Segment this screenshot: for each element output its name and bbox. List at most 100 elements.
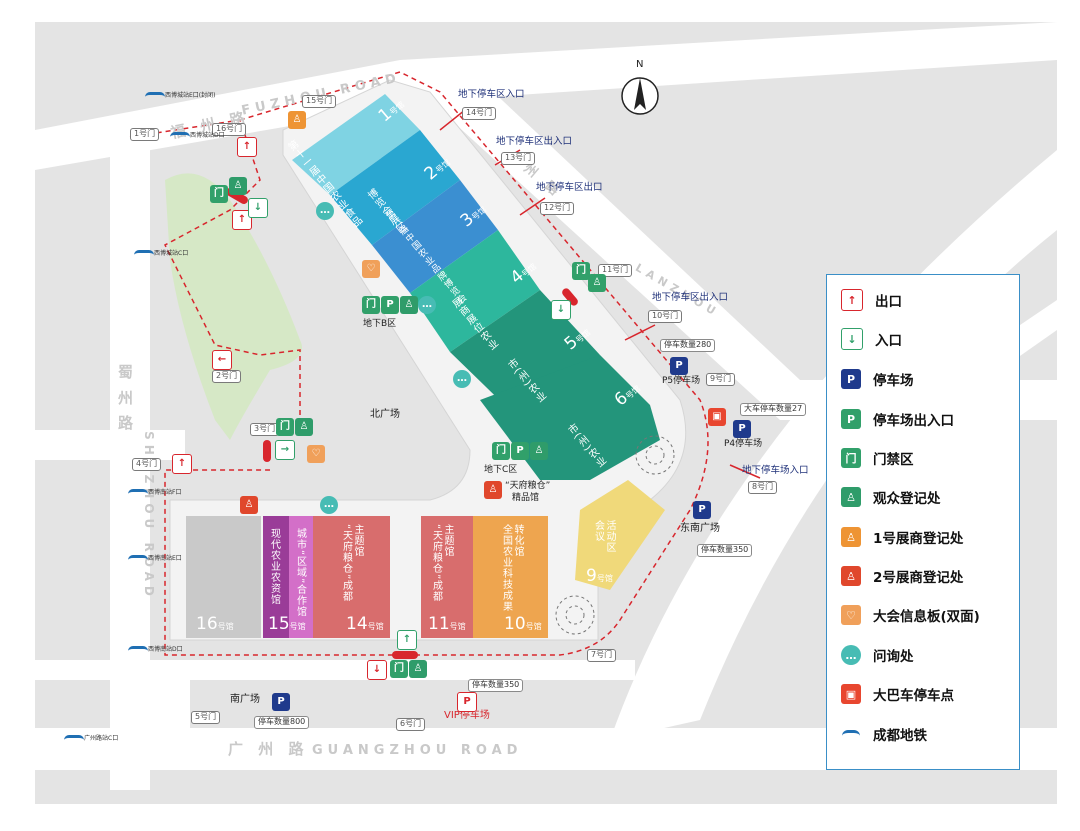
legend-info-board: ♡ 大会信息板(双面) xyxy=(841,604,980,626)
hall-14-number: 14号馆 xyxy=(346,614,384,634)
legend-entrance: ↓ 入口 xyxy=(841,328,902,350)
metro-d2: 西博南站D口 xyxy=(128,644,183,654)
road-guangzhou-en: GUANGZHOU ROAD xyxy=(312,743,523,758)
inquiry-icon: … xyxy=(316,202,334,220)
legend-label: 大巴车停车点 xyxy=(873,688,954,704)
metro-icon xyxy=(128,488,148,497)
hall-10-number: 10号馆 xyxy=(504,614,542,634)
gate-15: 15号门 xyxy=(302,95,337,108)
exit-icon: ← xyxy=(212,350,232,370)
road-guangzhou-cn: 广 州 路 xyxy=(228,740,309,758)
hall-16-number: 16号馆 xyxy=(196,614,234,634)
info-board-icon: ♡ xyxy=(362,260,380,278)
underground-entry-exit-label: 地下停车区出入口 xyxy=(496,136,573,147)
gate-10: 10号门 xyxy=(648,310,683,323)
info-board-icon: ♡ xyxy=(841,605,861,625)
legend-label: 停车场出入口 xyxy=(873,413,954,429)
underground-east-entry-label: 地下停车场入口 xyxy=(742,465,809,476)
parking-icon: P xyxy=(693,501,711,519)
underground-exit-label: 地下停车区出口 xyxy=(536,182,603,193)
access-control-icon: 门 xyxy=(362,296,380,314)
legend-label: 门禁区 xyxy=(873,452,914,468)
metro-f: 西博南站F口 xyxy=(128,487,181,497)
exit-icon: ↑ xyxy=(237,137,257,157)
hall-10-num: 10 xyxy=(504,614,526,634)
hall-9-number: 9号馆 xyxy=(586,566,613,586)
legend-label: 观众登记处 xyxy=(873,491,941,507)
legend-access: 门 门禁区 xyxy=(841,447,914,469)
zone-b-label: 地下B区 xyxy=(363,319,397,329)
p4-label: P4停车场 xyxy=(724,439,763,449)
hall-15-num: 15 xyxy=(268,614,290,634)
hall-14-text: 主题馆 “天府粮仓”成都 xyxy=(340,524,364,603)
parking-gate-icon: P xyxy=(381,296,399,314)
legend-metro: 成都地铁 xyxy=(841,723,927,745)
access-control-icon: 门 xyxy=(841,448,861,468)
east-count: 停车数量350 xyxy=(697,544,753,557)
metro-icon xyxy=(841,724,861,744)
legend-label: 问询处 xyxy=(873,649,914,665)
visitor-registration-icon: ♙ xyxy=(295,418,313,436)
legend-label: 出口 xyxy=(875,294,902,310)
exhibitor-registration-1-icon: ♙ xyxy=(288,111,306,129)
legend-label: 入口 xyxy=(875,333,902,349)
metro-icon xyxy=(170,131,190,140)
bus-stop-icon: ▣ xyxy=(708,408,726,426)
exit-icon: ↑ xyxy=(841,289,863,311)
hall-10-text: 转化馆 全国农业科技成果 xyxy=(500,524,524,612)
metro-label: 西博南站D口 xyxy=(148,646,183,653)
metro-e-closed: 西博城站E口(封闭) xyxy=(145,90,215,100)
gate-7: 7号门 xyxy=(587,649,617,662)
south-plaza-label: 南广场 xyxy=(230,694,260,705)
legend-inquiry: … 问询处 xyxy=(841,644,914,666)
access-control-icon: 门 xyxy=(276,418,294,436)
metro-c2: 广州路站C口 xyxy=(64,733,118,743)
bus-count: 大车停车数量27 xyxy=(740,403,807,416)
p5-label: P5停车场 xyxy=(662,376,701,386)
hall-suffix: 号馆 xyxy=(289,622,306,631)
legend-label: 大会信息板(双面) xyxy=(873,609,980,625)
east-plaza-label: 东南广场 xyxy=(680,523,720,534)
hall-11-text: 主题馆 “天府粮仓”成都 xyxy=(430,524,454,603)
hall-15-number: 15号馆 xyxy=(268,614,306,634)
metro-label: 西博城站D口 xyxy=(190,132,225,139)
access-control-icon: 门 xyxy=(390,660,408,678)
zone-c-label: 地下C区 xyxy=(484,465,518,475)
metro-icon xyxy=(145,91,165,100)
hall-suffix: 号馆 xyxy=(217,622,234,631)
info-board-icon: ♡ xyxy=(307,445,325,463)
vip-count: 停车数量350 xyxy=(468,679,524,692)
gate-13: 13号门 xyxy=(501,152,536,165)
parking-icon: P xyxy=(272,693,290,711)
gate-3: 3号门 xyxy=(250,423,280,436)
hall-15-text: 城市“区域”合作馆 xyxy=(294,528,306,618)
visitor-registration-icon: ♙ xyxy=(400,296,418,314)
entrance-icon: ↓ xyxy=(248,198,268,218)
exit-icon: ↑ xyxy=(172,454,192,474)
gate-16: 16号门 xyxy=(212,123,247,136)
visitor-registration-icon: ♙ xyxy=(530,442,548,460)
gate-14: 14号门 xyxy=(462,107,497,120)
vip-parking-icon: P xyxy=(457,692,477,712)
metro-icon xyxy=(134,249,154,258)
exit-icon: ↓ xyxy=(367,660,387,680)
road-shuzhou-en: SHUZHOU ROAD xyxy=(141,431,156,601)
hall-suffix: 号馆 xyxy=(367,622,384,631)
hall-11-number: 11号馆 xyxy=(428,614,466,634)
gate-4: 4号门 xyxy=(132,458,162,471)
access-control-icon: 门 xyxy=(572,262,590,280)
parking-gate-icon: P xyxy=(511,442,529,460)
visitor-registration-icon: ♙ xyxy=(229,177,247,195)
inquiry-icon: … xyxy=(841,645,861,665)
gate-1: 1号门 xyxy=(130,128,160,141)
p5-count: 停车数量280 xyxy=(660,339,716,352)
gate-5: 5号门 xyxy=(191,711,221,724)
gate-2: 2号门 xyxy=(212,370,242,383)
legend: ↑ 出口 ↓ 入口 P 停车场 P 停车场出入口 门 门禁区 ♙ 观众登记处 ♙… xyxy=(826,274,1020,770)
underground-entry-label: 地下停车区入口 xyxy=(458,89,525,100)
gate-12: 12号门 xyxy=(540,202,575,215)
inquiry-icon: … xyxy=(418,296,436,314)
route-perimeter xyxy=(129,71,709,656)
metro-e2: 西博南站E口 xyxy=(128,553,182,563)
hall-suffix: 号馆 xyxy=(525,622,542,631)
